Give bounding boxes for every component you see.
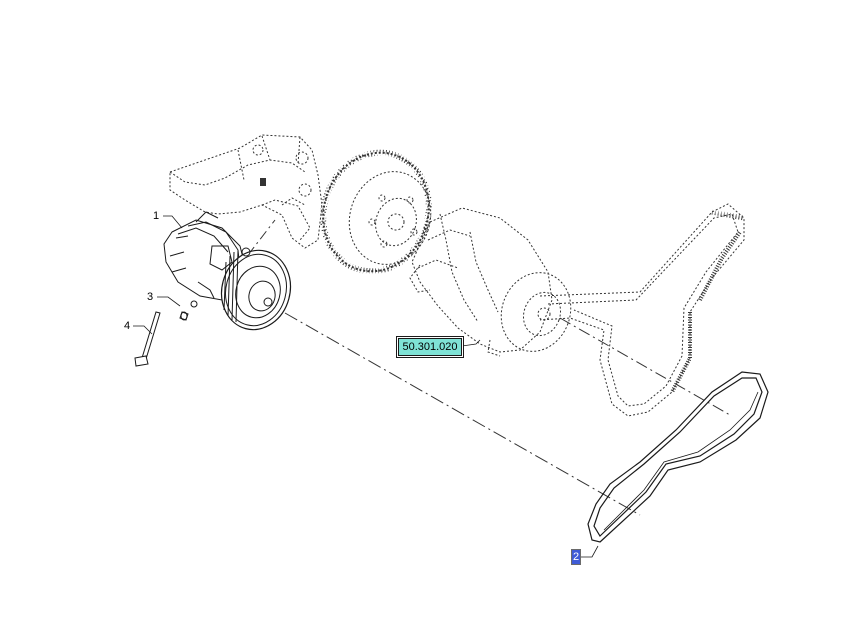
serpentine-belt-phantom [539, 203, 745, 417]
leader-ref [461, 339, 481, 347]
callout-1: 1 [153, 210, 159, 222]
drive-pulley [320, 149, 432, 275]
leader-lines [133, 215, 599, 558]
callout-4: 4 [124, 320, 130, 332]
ac-compressor [163, 211, 292, 331]
alignment-centerline [247, 219, 731, 516]
drive-belt [587, 371, 769, 543]
mounting-bolt [134, 311, 161, 367]
leader-3 [157, 296, 181, 307]
reference-link-button[interactable]: 50.301.020 [398, 338, 462, 356]
leader-4 [133, 325, 153, 335]
callout-2-selected[interactable]: 2 [571, 549, 581, 565]
leader-1 [163, 215, 183, 229]
bushing-sleeve [179, 311, 189, 321]
callout-3: 3 [147, 291, 153, 303]
alternator [409, 207, 572, 357]
mounting-bracket [169, 134, 323, 249]
leader-2 [580, 545, 599, 558]
